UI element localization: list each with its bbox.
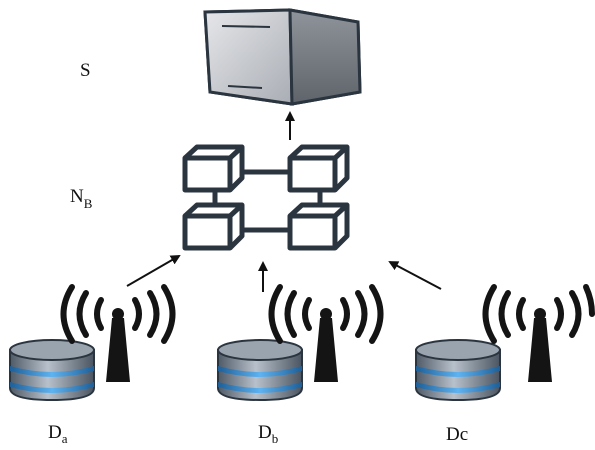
database-icon [415, 339, 501, 402]
radio-tower-icon [268, 284, 384, 382]
radio-tower-icon [482, 284, 595, 382]
network-label: NB [70, 186, 93, 211]
radio-tower-icon [60, 284, 176, 382]
device-b-label: Db [258, 422, 278, 446]
device-c-label: Dc [446, 424, 468, 445]
database-icon [9, 339, 95, 402]
device-a: Da [9, 284, 176, 446]
device-a-label: Da [48, 422, 68, 446]
server-icon [203, 8, 362, 106]
arrow-dc-to-network [388, 261, 442, 290]
device-c: Dc [415, 284, 595, 445]
device-b: Db [217, 284, 384, 446]
server-label: S [80, 60, 91, 81]
database-icon [217, 339, 303, 402]
arrow-da-to-network [126, 255, 181, 287]
network-cubes-icon [182, 144, 350, 251]
